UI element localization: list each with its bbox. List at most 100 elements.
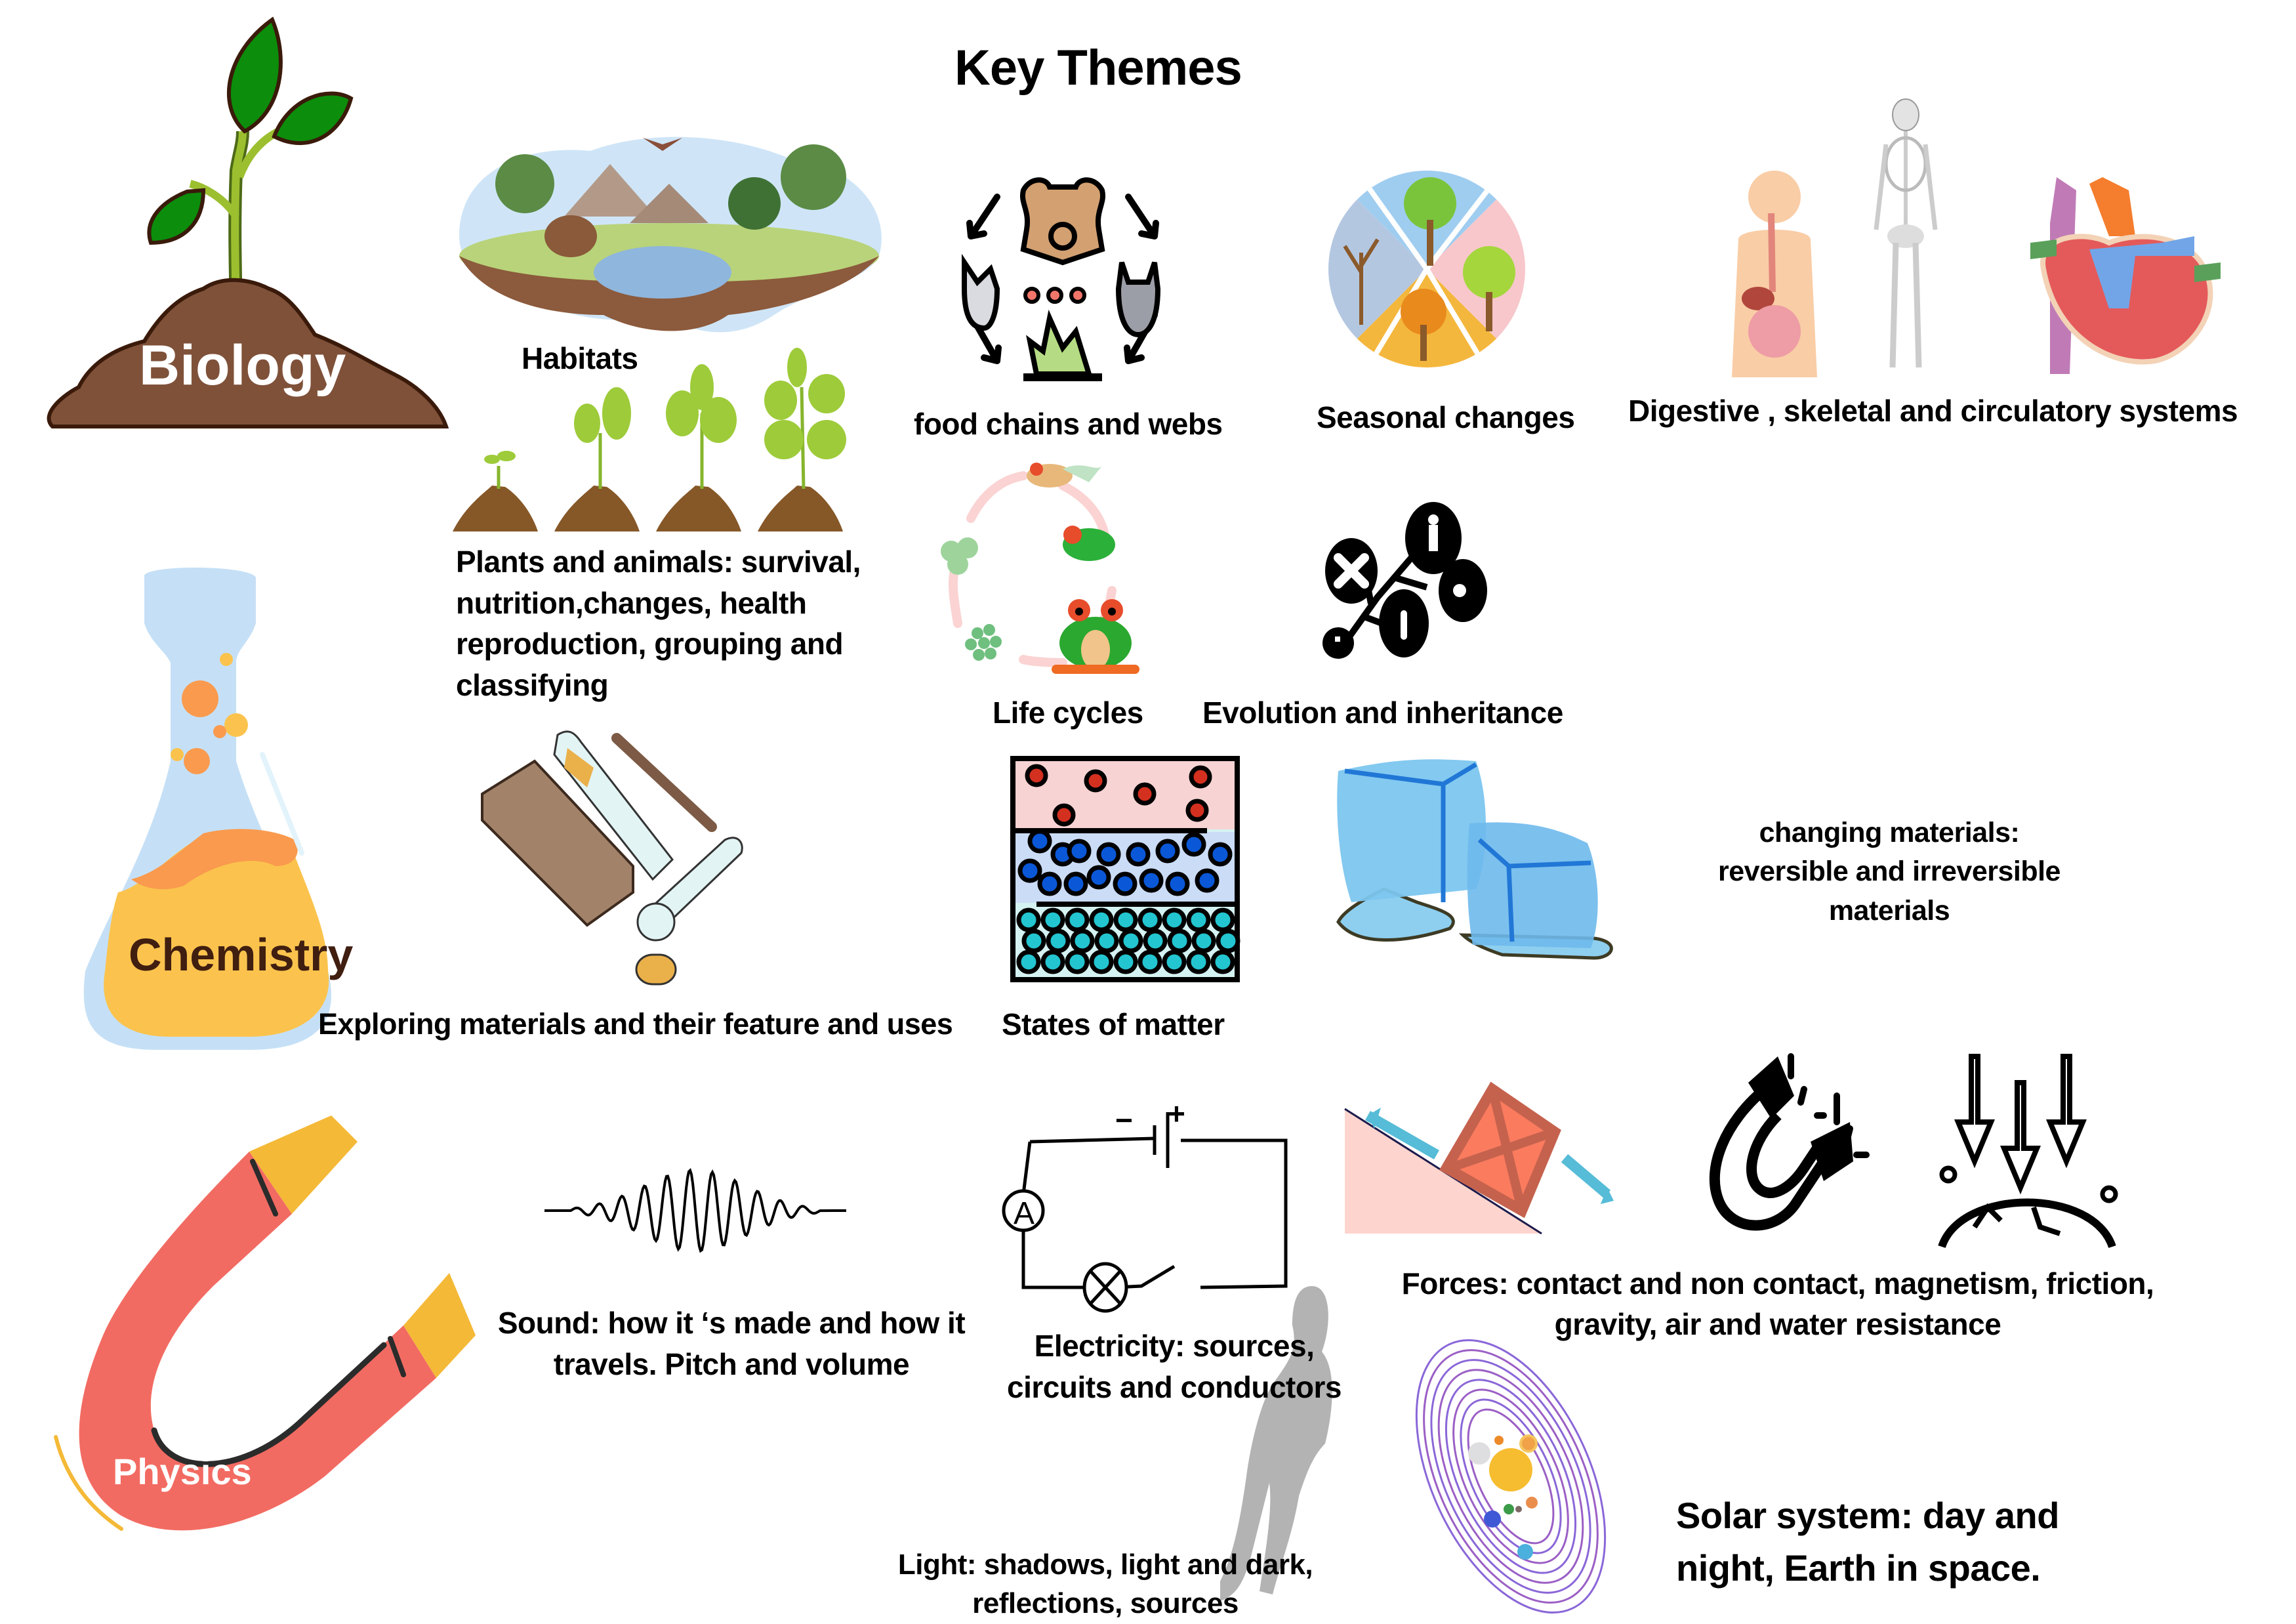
seasons-icon xyxy=(1328,171,1525,367)
crate-on-slope-icon xyxy=(1344,1081,1614,1235)
sound-wave-line xyxy=(544,1168,847,1253)
horseshoe-magnet-icon xyxy=(54,1115,476,1531)
liquid-particle xyxy=(1063,871,1088,896)
solid-particle xyxy=(1065,907,1090,932)
orbit-ring xyxy=(1415,1339,1607,1614)
orbit-ring xyxy=(1437,1369,1584,1584)
theme-label-solar: Solar system: day and night, Earth in sp… xyxy=(1676,1489,2059,1594)
theme-label-body-systems: Digestive , skeletal and circulatory sys… xyxy=(1628,394,2238,428)
liquid-particle xyxy=(1181,832,1206,857)
sound-line-2: travels. Pitch and volume xyxy=(553,1346,910,1381)
food-chain-icon xyxy=(962,177,1161,381)
forces-line-1: Forces: contact and non contact, magneti… xyxy=(1401,1266,2154,1301)
frog-life-cycle-icon xyxy=(941,463,1139,674)
liquid-particle xyxy=(1113,871,1138,896)
shadow-silhouette-icon xyxy=(1220,1286,1332,1601)
solid-particle xyxy=(1138,907,1162,932)
solid-particle xyxy=(1016,907,1041,932)
theme-label-food-chains: food chains and webs xyxy=(914,407,1223,441)
solid-particle xyxy=(1089,907,1114,932)
theme-label-seasonal: Seasonal changes xyxy=(1317,400,1575,434)
solid-particle xyxy=(1167,928,1192,953)
orbit-ring xyxy=(1452,1388,1569,1564)
solid-particle xyxy=(1162,949,1187,974)
subject-label-physics: Physics xyxy=(113,1451,252,1492)
plants-animals-line-1: Plants and animals: survival, xyxy=(456,545,861,579)
solid-particle xyxy=(1046,928,1071,953)
solid-particle xyxy=(1118,928,1143,953)
changing-line-1: changing materials: xyxy=(1759,817,2020,848)
solid-particle xyxy=(1113,907,1138,932)
sound-wave-icon xyxy=(544,1168,847,1253)
orbit-ring xyxy=(1445,1379,1577,1574)
liquid-particle xyxy=(1086,865,1111,890)
solid-particle xyxy=(1210,949,1235,974)
theme-label-electricity: Electricity: sources, circuits and condu… xyxy=(984,1325,1364,1407)
solid-particle xyxy=(1089,949,1114,974)
changing-line-3: materials xyxy=(1828,894,1950,927)
liquid-particle xyxy=(1027,829,1052,854)
solid-particle xyxy=(1040,907,1065,932)
liquid-particle xyxy=(1126,842,1151,867)
solid-particle xyxy=(1186,907,1211,932)
materials-icon xyxy=(481,730,743,986)
orbit-ring xyxy=(1467,1408,1555,1545)
liquid-particle xyxy=(1139,868,1164,893)
theme-label-materials: Exploring materials and their feature an… xyxy=(318,1007,953,1041)
light-line-1: Light: shadows, light and dark, xyxy=(897,1549,1313,1581)
light-line-2: reflections, sources xyxy=(972,1587,1239,1620)
solid-particle xyxy=(1021,928,1046,953)
states-of-matter-icon xyxy=(1010,756,1240,982)
theme-label-forces: Forces: contact and non contact, magneti… xyxy=(1345,1263,2211,1344)
electricity-line-1: Electricity: sources, xyxy=(1034,1329,1315,1363)
solid-particle xyxy=(1016,949,1041,974)
liquid-particle xyxy=(1195,868,1220,893)
theme-label-light: Light: shadows, light and dark, reflecti… xyxy=(876,1545,1335,1623)
page-title: Key Themes xyxy=(954,40,1242,96)
melting-ice-icon xyxy=(1336,759,1613,960)
theme-label-plants-animals: Plants and animals: survival, nutrition,… xyxy=(456,541,861,705)
plants-animals-line-2: nutrition,changes, health xyxy=(456,585,807,620)
theme-label-states: States of matter xyxy=(1002,1007,1225,1041)
skeleton-icon xyxy=(1874,98,1938,368)
battery-plus-sign: + xyxy=(1168,1096,1185,1131)
gravity-arrows-icon xyxy=(1938,1054,2118,1249)
theme-label-habitats: Habitats xyxy=(522,341,638,375)
solar-line-2: night, Earth in space. xyxy=(1676,1547,2041,1589)
evolution-icon xyxy=(1322,502,1487,659)
heart-icon xyxy=(2030,177,2221,374)
liquid-particle xyxy=(1037,871,1062,896)
battery-minus-sign: − xyxy=(1115,1103,1133,1137)
magnet-icon xyxy=(1709,1053,1870,1231)
electricity-line-2: circuits and conductors xyxy=(1007,1369,1342,1404)
solar-line-1: Solar system: day and xyxy=(1676,1495,2059,1536)
solid-particle xyxy=(1138,949,1162,974)
changing-line-2: reversible and irreversible xyxy=(1718,856,2060,888)
solid-particle xyxy=(1186,949,1211,974)
solid-particle xyxy=(1070,928,1095,953)
subject-label-biology: Biology xyxy=(139,334,346,397)
orbit-ring xyxy=(1460,1398,1562,1554)
sound-line-1: Sound: how it ‘s made and how it xyxy=(497,1306,966,1340)
plant-growth-icon xyxy=(453,348,846,531)
orbit-ring xyxy=(1423,1349,1599,1604)
digestive-system-icon xyxy=(1732,171,1817,377)
seedling-icon xyxy=(47,16,449,428)
theme-label-life-cycles: Life cycles xyxy=(993,696,1143,730)
solid-particle xyxy=(1143,928,1168,953)
solid-particle xyxy=(1216,928,1240,953)
circuit-icon xyxy=(1002,1112,1288,1313)
liquid-particle xyxy=(1208,842,1233,867)
forces-line-2: gravity, air and water resistance xyxy=(1554,1307,2001,1342)
liquid-particle xyxy=(1096,842,1121,867)
solid-particle xyxy=(1191,928,1216,953)
theme-label-evolution: Evolution and inheritance xyxy=(1202,696,1563,730)
liquid-particle xyxy=(1067,839,1092,864)
theme-label-sound: Sound: how it ‘s made and how it travels… xyxy=(482,1302,981,1385)
liquid-particle xyxy=(1155,839,1180,864)
ammeter-symbol: A xyxy=(1014,1196,1035,1231)
plants-animals-line-4: classifying xyxy=(456,667,609,702)
subject-label-chemistry: Chemistry xyxy=(129,929,354,980)
habitat-scene-icon xyxy=(459,136,882,333)
flask-icon xyxy=(83,568,332,1050)
